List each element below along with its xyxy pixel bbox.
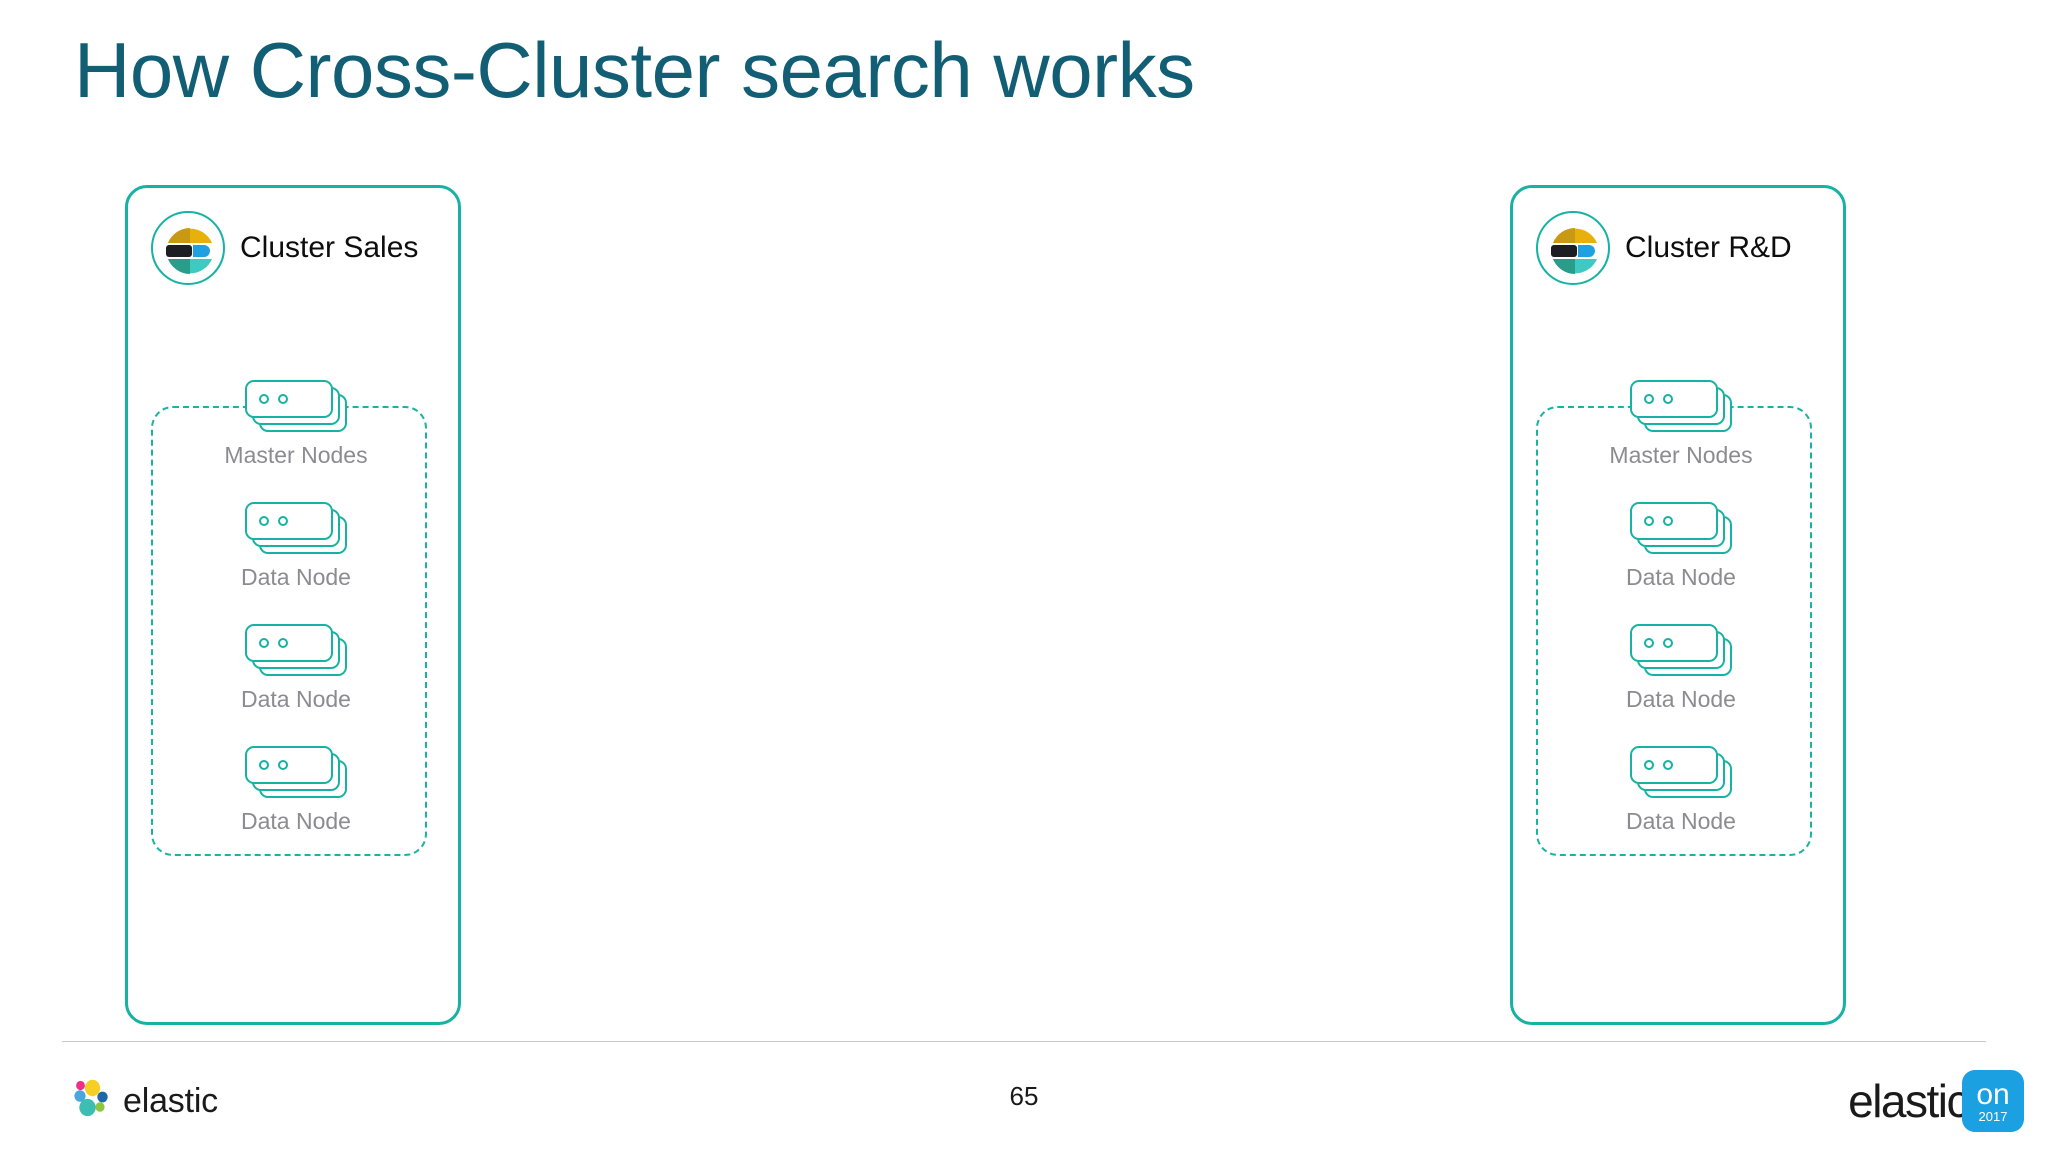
elasticon-event-logo: elastic on 2017 [1848, 1070, 2024, 1132]
cluster-panel-rnd: Cluster R&D Master Nodes Data Node [1510, 185, 1846, 1025]
node-label: Master Nodes [1609, 442, 1753, 468]
node-label: Data Node [241, 564, 351, 590]
node-label: Data Node [1626, 808, 1736, 834]
cluster-panel-sales: Cluster Sales Master Nodes Data Node [125, 185, 461, 1025]
cluster-name-label: Cluster R&D [1625, 231, 1792, 264]
cluster-name-label: Cluster Sales [240, 231, 419, 264]
node-row: Data Node [1513, 502, 1849, 591]
node-label: Master Nodes [224, 442, 368, 468]
node-stack-icon [1630, 502, 1732, 554]
node-stack-icon [1630, 380, 1732, 432]
node-stack-icon [245, 380, 347, 432]
node-stack-icon [1630, 624, 1732, 676]
node-stack-icon [245, 746, 347, 798]
cluster-header-rnd: Cluster R&D [1536, 211, 1792, 285]
elastic-logo-icon [1536, 211, 1610, 285]
node-stack-icon [245, 502, 347, 554]
node-row: Data Node [128, 746, 464, 835]
node-row: Master Nodes [1513, 380, 1849, 469]
elasticon-badge: on 2017 [1962, 1070, 2024, 1132]
node-row: Master Nodes [128, 380, 464, 469]
page-number: 65 [1009, 1081, 1039, 1111]
cluster-header-sales: Cluster Sales [151, 211, 418, 285]
node-label: Data Node [1626, 564, 1736, 590]
elastic-brand-logo: elastic [72, 1079, 218, 1124]
node-label: Data Node [241, 686, 351, 712]
page-title: How Cross-Cluster search works [74, 26, 1195, 114]
node-row: Data Node [1513, 624, 1849, 713]
elasticon-wordmark: elastic [1848, 1075, 1969, 1127]
node-label: Data Node [241, 808, 351, 834]
brand-wordmark: elastic [123, 1082, 218, 1120]
footer-divider [62, 1041, 1986, 1042]
elastic-cluster-petals-icon [72, 1079, 112, 1124]
node-row: Data Node [128, 502, 464, 591]
node-stack-icon [1630, 746, 1732, 798]
node-row: Data Node [1513, 746, 1849, 835]
node-row: Data Node [128, 624, 464, 713]
elastic-logo-icon [151, 211, 225, 285]
elasticon-on-text: on [1976, 1078, 2010, 1112]
node-stack-icon [245, 624, 347, 676]
node-label: Data Node [1626, 686, 1736, 712]
elasticon-year-text: 2017 [1978, 1108, 2008, 1124]
